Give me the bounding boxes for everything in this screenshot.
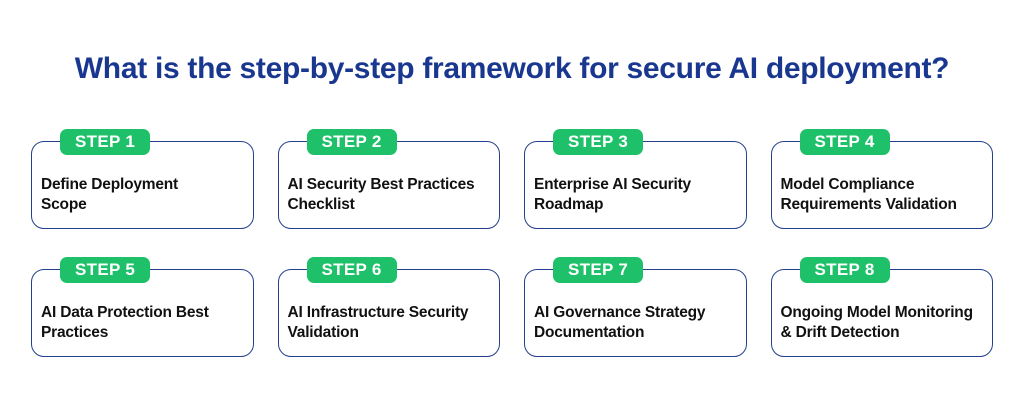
page-title: What is the step-by-step framework for s… — [74, 52, 950, 85]
step-card-6: STEP 6 AI Infrastructure Security Valida… — [277, 257, 500, 357]
step-badge-6: STEP 6 — [306, 257, 397, 283]
step-badge-2: STEP 2 — [306, 129, 397, 155]
step-card-8: STEP 8 Ongoing Model Monitoring & Drift … — [770, 257, 993, 357]
step-badge-3: STEP 3 — [553, 129, 644, 155]
step-title-3: Enterprise AI Security Roadmap — [534, 176, 691, 213]
step-card-3: STEP 3 Enterprise AI Security Roadmap — [524, 129, 747, 229]
step-title-1: Define Deployment Scope — [41, 176, 178, 213]
step-title-7: AI Governance Strategy Documentation — [534, 304, 706, 341]
step-title-6: AI Infrastructure Security Validation — [287, 304, 469, 341]
step-title-4: Model Compliance Requirements Validation — [780, 176, 957, 213]
step-badge-8: STEP 8 — [799, 257, 890, 283]
step-card-7: STEP 7 AI Governance Strategy Documentat… — [524, 257, 747, 357]
step-badge-4: STEP 4 — [799, 129, 890, 155]
step-card-4: STEP 4 Model Compliance Requirements Val… — [770, 129, 993, 229]
step-badge-5: STEP 5 — [60, 257, 151, 283]
step-badge-7: STEP 7 — [553, 257, 644, 283]
step-title-5: AI Data Protection Best Practices — [41, 304, 209, 341]
step-card-2: STEP 2 AI Security Best Practices Checkl… — [277, 129, 500, 229]
step-badge-1: STEP 1 — [60, 129, 151, 155]
step-title-2: AI Security Best Practices Checklist — [287, 176, 475, 213]
steps-grid: STEP 1 Define Deployment Scope STEP 2 AI… — [31, 129, 993, 357]
step-card-1: STEP 1 Define Deployment Scope — [31, 129, 254, 229]
step-title-8: Ongoing Model Monitoring & Drift Detecti… — [780, 304, 974, 341]
step-card-5: STEP 5 AI Data Protection Best Practices — [31, 257, 254, 357]
